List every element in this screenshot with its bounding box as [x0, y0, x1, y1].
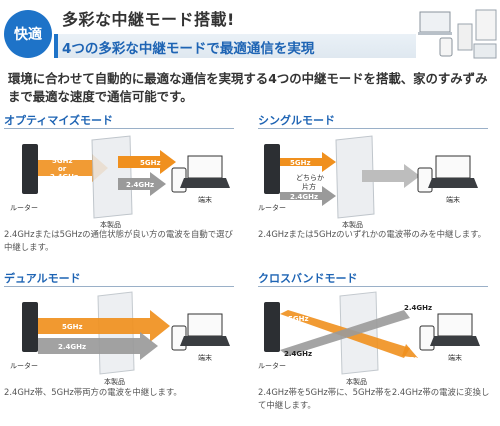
- band-5ghz-arrow-out: [118, 150, 176, 174]
- laptop-icon: [187, 155, 223, 179]
- router-icon: [264, 302, 280, 352]
- band-label: 2.4GHz: [404, 304, 432, 312]
- band-label: 5GHz: [52, 157, 73, 165]
- laptop-icon: [435, 155, 471, 179]
- devices-illustration-icon: [418, 9, 497, 59]
- terminal-label: 端末: [198, 353, 212, 362]
- optimize-diagram: ルーター 5GHz or 2.4GHz 本製品 5GHz 2.4GHz 端末: [10, 135, 230, 228]
- band-label: 5GHz: [288, 315, 309, 323]
- extender-icon: [91, 135, 133, 219]
- router-icon: [22, 302, 38, 352]
- device-label: 本製品: [100, 220, 121, 228]
- banner-subtitle: 4つの多彩な中継モードで最適通信を実現: [62, 41, 315, 57]
- mode-title: シングルモード: [258, 114, 335, 127]
- band-label: 5GHz: [290, 159, 311, 167]
- divider: [4, 128, 234, 129]
- terminal-label: 端末: [198, 195, 212, 204]
- comfort-badge: 快適: [4, 10, 52, 58]
- intro-text: 環境に合わせて自動的に最適な通信を実現する4つの中継モードを搭載、家のすみずみま…: [8, 71, 488, 104]
- mode-title: デュアルモード: [4, 272, 81, 285]
- mode-dual: デュアルモード ルーター 5GHz 2.4GHz 本製品 端末 2.4GHz帯、…: [0, 270, 238, 426]
- band-arrow-out: [362, 164, 420, 188]
- dual-diagram: ルーター 5GHz 2.4GHz 本製品 端末: [10, 291, 230, 386]
- mode-description: 2.4GHz帯を5GHz帯に、5GHz帯を2.4GHz帯の電波に変換して中継しま…: [258, 387, 490, 410]
- band-label: 2.4GHz: [50, 173, 78, 181]
- band-5ghz-arrow-in: [280, 152, 336, 172]
- device-label: 本製品: [346, 377, 367, 386]
- router-icon: [22, 144, 38, 194]
- router-label: ルーター: [258, 203, 286, 212]
- mode-description: 2.4GHz帯、5GHz帯両方の電波を中継します。: [4, 387, 182, 397]
- terminal-label: 端末: [446, 195, 460, 204]
- band-5ghz-arrow: [38, 310, 170, 342]
- divider: [4, 286, 234, 287]
- either-label: どちらか: [296, 174, 324, 182]
- mode-description: 2.4GHzまたは5GHzのいずれかの電波帯のみを中継します。: [258, 229, 487, 239]
- divider: [258, 286, 488, 287]
- band-label: 2.4GHz: [290, 193, 318, 201]
- router-label: ルーター: [10, 361, 38, 370]
- band-24ghz-path: [280, 310, 410, 356]
- band-label: 2.4GHz: [284, 350, 312, 358]
- terminal-label: 端末: [448, 353, 462, 362]
- phone-icon: [419, 325, 435, 351]
- mode-title: オプティマイズモード: [4, 114, 114, 127]
- band-24ghz-arrow: [38, 332, 158, 360]
- divider: [258, 128, 488, 129]
- router-label: ルーター: [258, 361, 286, 370]
- feature-banner: 快適 多彩な中継モード搭載! 4つの多彩な中継モードで最適通信を実現: [0, 0, 500, 62]
- phone-icon: [417, 167, 433, 193]
- mode-single: シングルモード ルーター 5GHz どちらか 片方 2.4GHz 本製品 端末 …: [254, 112, 492, 268]
- extender-icon: [335, 135, 375, 219]
- band-5ghz-arrow-in: [38, 154, 108, 182]
- banner-subtitle-bar: [54, 34, 416, 58]
- crossband-diagram: ルーター 5GHz 2.4GHz 2.4GHz 5GHz 本製品 端末: [258, 291, 480, 386]
- laptop-icon: [187, 313, 223, 337]
- single-diagram: ルーター 5GHz どちらか 片方 2.4GHz 本製品 端末: [258, 135, 478, 228]
- band-label: or: [58, 165, 67, 173]
- mode-title: クロスバンドモード: [258, 272, 358, 285]
- band-24ghz-arrow-out: [118, 172, 166, 196]
- band-label: 2.4GHz: [58, 343, 86, 351]
- band-label: 5GHz: [140, 159, 161, 167]
- mode-description: 2.4GHzまたは5GHzの通信状態が良い方の電波を自動で選び中継します。: [4, 229, 233, 252]
- device-label: 本製品: [104, 377, 125, 386]
- one-side-label: 片方: [302, 182, 316, 191]
- mode-crossband: クロスバンドモード ルーター 5GHz 2.4GHz 2.4GHz 5GHz 本…: [254, 270, 492, 426]
- router-label: ルーター: [10, 203, 38, 212]
- laptop-icon: [437, 313, 473, 337]
- device-label: 本製品: [342, 220, 363, 228]
- band-24ghz-arrow-in: [280, 186, 336, 206]
- router-icon: [264, 144, 280, 194]
- band-label: 5GHz: [62, 323, 83, 331]
- band-label: 5GHz: [404, 356, 425, 364]
- band-label: 2.4GHz: [126, 181, 154, 189]
- banner-title: 多彩な中継モード搭載!: [62, 10, 235, 29]
- mode-optimize: オプティマイズモード ルーター 5GHz or 2.4GHz 本製品 5GHz …: [0, 112, 238, 268]
